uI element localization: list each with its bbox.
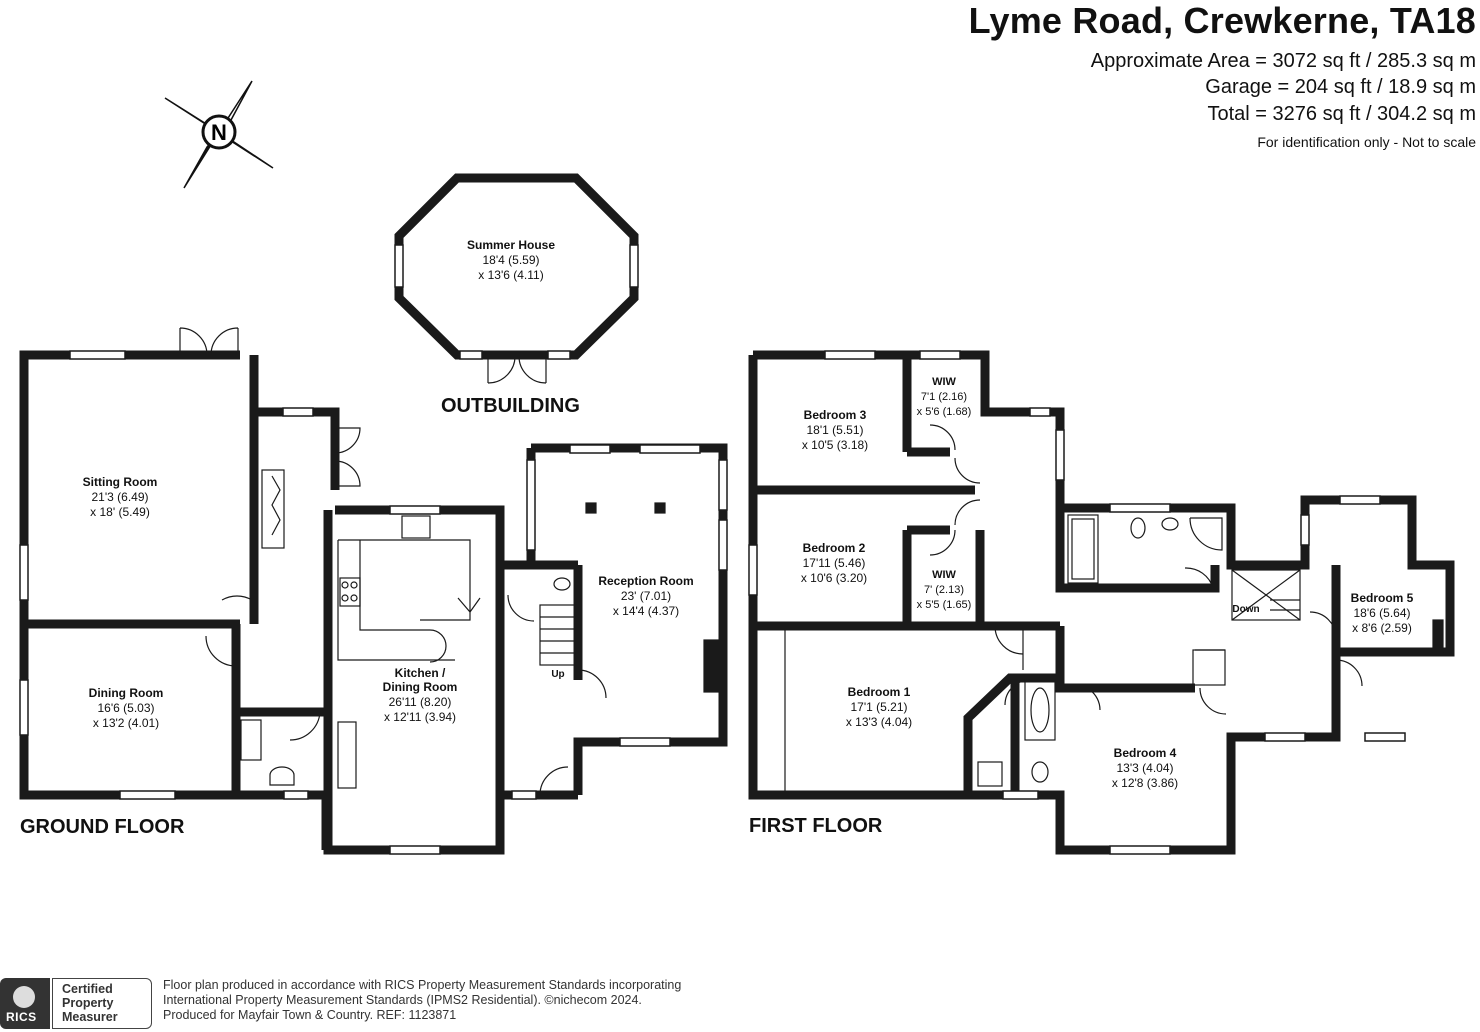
reception-room-name: Reception Room bbox=[598, 574, 693, 588]
rics-logo: RICS bbox=[0, 978, 50, 1029]
bedroom-5-dim2: x 8'6 (2.59) bbox=[1352, 621, 1412, 635]
wiw-2-name: WIW bbox=[932, 569, 956, 581]
kitchen-dim1: 26'11 (8.20) bbox=[389, 695, 452, 709]
bedroom-2-dim1: 17'11 (5.46) bbox=[803, 556, 866, 570]
badge-frame bbox=[52, 978, 152, 1029]
plan-title: Lyme Road, Crewkerne, TA18 bbox=[968, 0, 1476, 41]
wiw-1-dim1: 7'1 (2.16) bbox=[921, 391, 967, 403]
bedroom-1-dim1: 17'1 (5.21) bbox=[851, 700, 908, 714]
wiw-1-dim2: x 5'6 (1.68) bbox=[917, 406, 972, 418]
kitchen-name2: Dining Room bbox=[383, 680, 458, 694]
compass-letter: N bbox=[211, 120, 227, 145]
reception-room-dim1: 23' (7.01) bbox=[621, 589, 671, 603]
wiw-2-dim2: x 5'5 (1.65) bbox=[917, 599, 972, 611]
badge-text: Certified Property Measurer bbox=[62, 982, 118, 1024]
dining-room-dim2: x 13'2 (4.01) bbox=[93, 716, 159, 730]
dining-room-name: Dining Room bbox=[89, 686, 164, 700]
bedroom-3-dim1: 18'1 (5.51) bbox=[807, 423, 864, 437]
ground-floor-label: GROUND FLOOR bbox=[20, 816, 185, 838]
bedroom-4-dim1: 13'3 (4.04) bbox=[1117, 761, 1174, 775]
sitting-room-dim2: x 18' (5.49) bbox=[90, 505, 150, 519]
bedroom-3-name: Bedroom 3 bbox=[804, 408, 867, 422]
dining-room-dim1: 16'6 (5.03) bbox=[98, 701, 155, 715]
badge-line-1: Certified bbox=[62, 982, 113, 996]
bedroom-4-name: Bedroom 4 bbox=[1114, 746, 1177, 760]
scale-note: For identification only - Not to scale bbox=[1257, 134, 1476, 150]
rics-logo-text: RICS bbox=[6, 1010, 37, 1024]
bedroom-4-dim2: x 12'8 (3.86) bbox=[1112, 776, 1178, 790]
bedroom-1-name: Bedroom 1 bbox=[848, 685, 911, 699]
room-labels: Summer House 18'4 (5.59) x 13'6 (4.11) S… bbox=[83, 238, 1414, 790]
globe-icon bbox=[13, 986, 35, 1008]
windows bbox=[19, 244, 1406, 855]
bedroom-2-name: Bedroom 2 bbox=[803, 541, 866, 555]
kitchen-name1: Kitchen / bbox=[395, 666, 446, 680]
fixtures bbox=[240, 469, 1444, 792]
bedroom-5-dim1: 18'6 (5.64) bbox=[1354, 606, 1411, 620]
footer-line-1: Floor plan produced in accordance with R… bbox=[163, 978, 682, 992]
summer-house-dim2: x 13'6 (4.11) bbox=[478, 268, 543, 282]
rics-certified-badge: RICS Certified Property Measurer bbox=[0, 978, 153, 1029]
bedroom-2-dim2: x 10'6 (3.20) bbox=[801, 571, 867, 585]
walls bbox=[19, 173, 1455, 855]
badge-line-3: Measurer bbox=[62, 1010, 118, 1024]
bedroom-5-name: Bedroom 5 bbox=[1351, 591, 1414, 605]
footer-line-2: International Property Measurement Stand… bbox=[163, 993, 642, 1007]
kitchen-dim2: x 12'11 (3.94) bbox=[384, 710, 456, 724]
footer-line-3: Produced for Mayfair Town & Country. REF… bbox=[163, 1008, 457, 1022]
doors bbox=[179, 327, 1363, 796]
stairs-down-label: Down bbox=[1232, 604, 1259, 615]
reception-room-dim2: x 14'4 (4.37) bbox=[613, 604, 679, 618]
summer-house-name: Summer House bbox=[467, 238, 555, 252]
bedroom-1-dim2: x 13'3 (4.04) bbox=[846, 715, 912, 729]
wiw-2-dim1: 7' (2.13) bbox=[924, 584, 964, 596]
approximate-area: Approximate Area = 3072 sq ft / 285.3 sq… bbox=[1090, 50, 1476, 72]
garage-area: Garage = 204 sq ft / 18.9 sq m bbox=[1205, 76, 1476, 98]
wiw-1-name: WIW bbox=[932, 376, 956, 388]
summer-house-dim1: 18'4 (5.59) bbox=[483, 253, 540, 267]
first-floor-label: FIRST FLOOR bbox=[749, 815, 883, 837]
outbuilding-label: OUTBUILDING bbox=[441, 395, 580, 417]
sitting-room-name: Sitting Room bbox=[83, 475, 158, 489]
badge-line-2: Property bbox=[62, 996, 114, 1010]
compass-icon: N bbox=[164, 80, 274, 189]
bedroom-3-dim2: x 10'5 (3.18) bbox=[802, 438, 868, 452]
sitting-room-dim1: 21'3 (6.49) bbox=[92, 490, 149, 504]
footer-notes: Floor plan produced in accordance with R… bbox=[163, 978, 681, 1023]
total-area: Total = 3276 sq ft / 304.2 sq m bbox=[1207, 103, 1477, 125]
stairs-up-label: Up bbox=[551, 669, 564, 680]
